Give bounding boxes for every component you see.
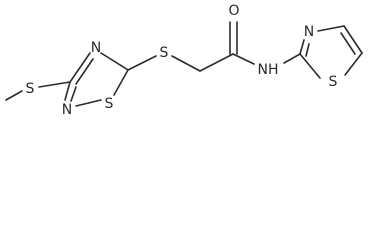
- atom-n-thiadiazole-top: N: [91, 40, 101, 56]
- chemical-structure: S N S N S O NH N S: [5, 3, 363, 118]
- bond-lines: [5, 21, 363, 107]
- atom-s-methyl: S: [26, 81, 35, 97]
- atom-s-thiazole: S: [329, 74, 338, 90]
- atom-n-thiadiazole-lower: N: [62, 102, 72, 118]
- atom-n-thiazole: N: [304, 24, 314, 40]
- atom-o-carbonyl: O: [228, 3, 239, 19]
- atom-s-linker: S: [160, 45, 169, 61]
- atom-s-thiadiazole-ring: S: [105, 96, 114, 112]
- atom-nh-amide: NH: [258, 62, 279, 78]
